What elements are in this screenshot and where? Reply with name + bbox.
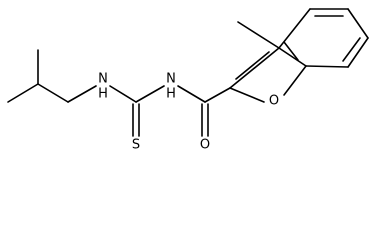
double-bond [342,37,361,62]
chemical-structure: N H N H S O O [7,8,369,153]
bond [229,87,265,103]
atom-labels: N H N H S O O [98,72,279,153]
bond [67,85,97,103]
nitrogen-label: N [166,72,176,87]
bond [229,47,280,89]
bond [7,83,39,103]
isobutyl-group [7,49,97,103]
bond [283,65,307,96]
bond [177,85,206,103]
bond [278,47,307,67]
double-bond [235,51,270,80]
amide-group [177,85,231,137]
benzofuran-ring [229,8,369,103]
carbonyl-oxygen-label: O [200,138,210,153]
furan-oxygen-label: O [269,94,279,109]
bond [347,37,369,68]
double-bond [283,41,299,61]
bond [204,87,231,103]
bond [37,83,69,103]
bond [109,85,137,103]
hydrogen-label: H [98,87,108,102]
sulfur-label: S [132,138,140,153]
bond [347,8,369,39]
nitrogen-label: N [98,72,108,87]
bond [305,65,349,68]
thiourea-group [109,85,165,137]
bond [237,21,280,49]
hydrogen-label: H [166,87,176,102]
bond [135,85,165,103]
